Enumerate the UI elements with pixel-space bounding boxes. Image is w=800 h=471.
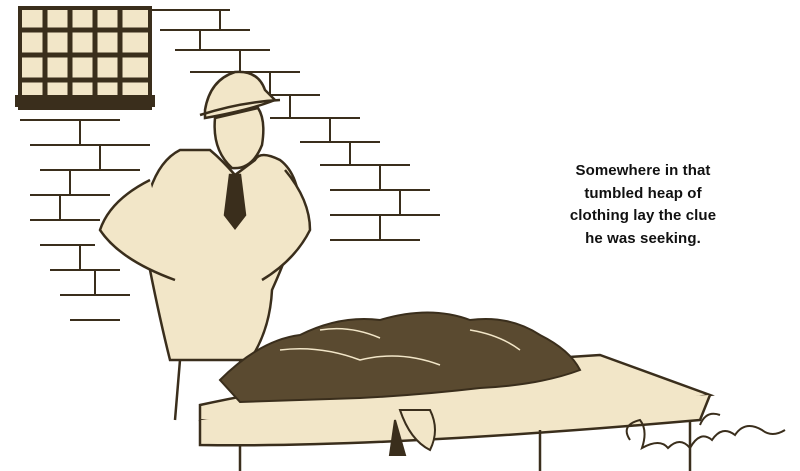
caption-line-3: clothing lay the clue — [569, 207, 717, 224]
brick-wall — [20, 9, 440, 321]
barred-window — [15, 6, 155, 110]
clothing-heap — [218, 311, 582, 456]
artist-signature — [625, 412, 786, 451]
caption-line-1: Somewhere in that — [575, 162, 711, 179]
caption-line-2: tumbled heap of — [584, 184, 702, 202]
man-figure — [98, 70, 312, 421]
caption: Somewhere in that tumbled heap of clothi… — [548, 160, 738, 250]
caption-line-4: he was seeking. — [585, 229, 701, 247]
